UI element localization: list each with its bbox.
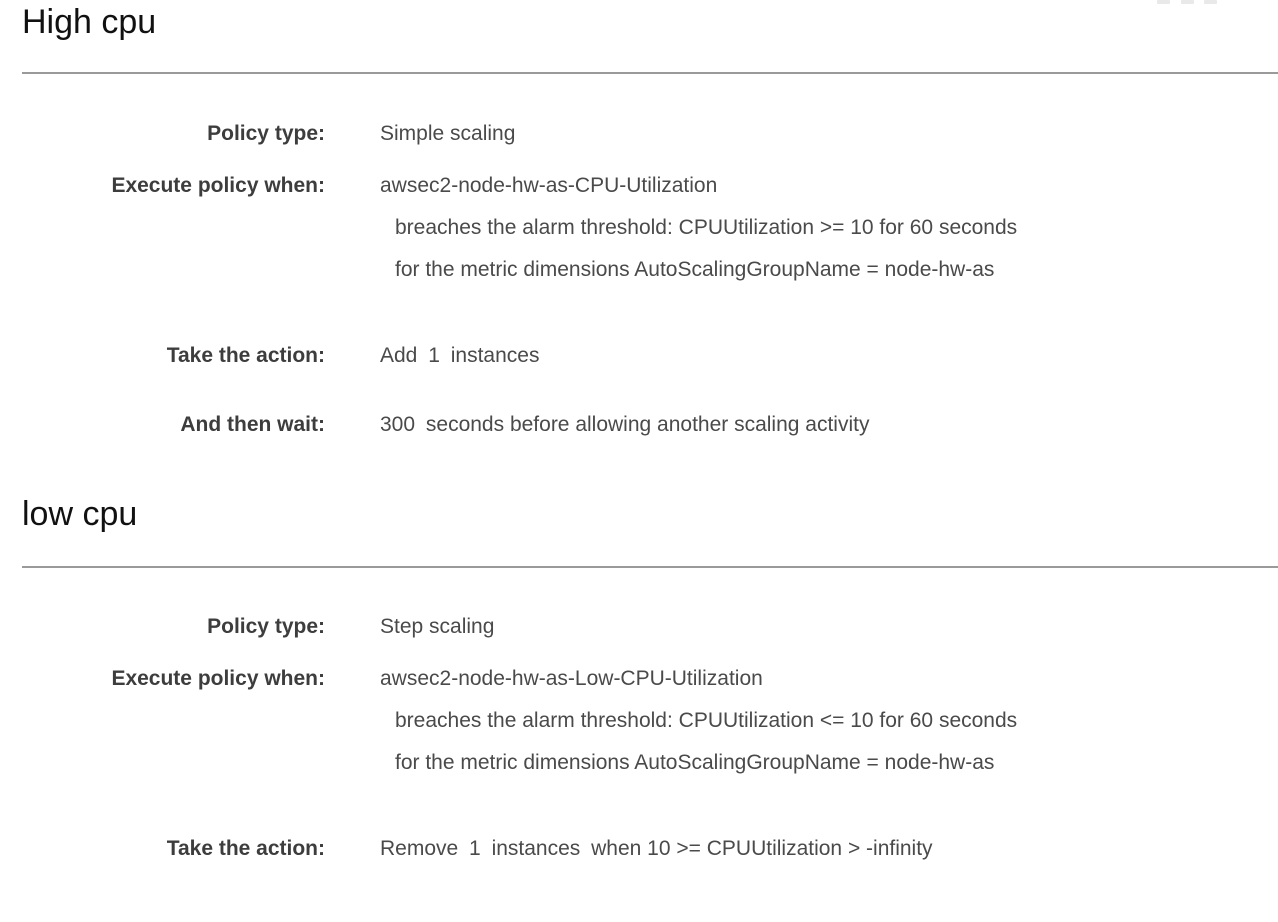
policy-details-high-cpu: Policy type: Simple scaling Execute poli… [0, 119, 1278, 440]
more-options-icon[interactable] [1157, 0, 1217, 8]
label-policy-type: Policy type: [207, 122, 325, 145]
row-policy-type: Policy type: Step scaling [0, 612, 1278, 642]
policy-details-low-cpu: Policy type: Step scaling Execute policy… [0, 612, 1278, 864]
label-policy-type: Policy type: [207, 615, 325, 638]
label-take-the-action: Take the action: [166, 837, 325, 860]
value-policy-type: Step scaling [380, 615, 495, 638]
cooldown-seconds: 300 [380, 413, 416, 436]
value-policy-type: Simple scaling [380, 122, 516, 145]
value-execute-policy-when: awsec2-node-hw-as-Low-CPU-Utilization br… [325, 664, 1017, 778]
alarm-threshold-line: breaches the alarm threshold: CPUUtiliza… [395, 216, 1018, 239]
policy-section-low-cpu: low cpu Policy type: Step scaling Execut… [0, 494, 1278, 864]
section-divider [22, 566, 1278, 568]
action-unit: instances [450, 344, 540, 367]
action-unit: instances [491, 837, 581, 860]
policy-title-high-cpu: High cpu [22, 3, 157, 41]
more-options-dot-2 [1180, 0, 1194, 4]
label-take-the-action: Take the action: [166, 344, 325, 367]
row-and-then-wait: And then wait: 300 seconds before allowi… [0, 410, 1278, 440]
alarm-dimensions-line: for the metric dimensions AutoScalingGro… [395, 751, 995, 774]
action-operation: Add [380, 344, 418, 367]
row-take-the-action: Take the action: Remove 1 instances when… [0, 834, 1278, 864]
value-take-the-action: Add 1 instances [325, 341, 539, 371]
label-execute-policy-when: Execute policy when: [111, 174, 325, 197]
policy-section-high-cpu: High cpu Policy type: Simple scaling Exe… [0, 0, 1278, 440]
more-options-dot-3 [1204, 0, 1217, 4]
alarm-dimensions-line: for the metric dimensions AutoScalingGro… [395, 258, 995, 281]
value-take-the-action: Remove 1 instances when 10 >= CPUUtiliza… [325, 834, 933, 864]
action-amount: 1 [428, 344, 440, 367]
value-and-then-wait: 300 seconds before allowing another scal… [325, 410, 869, 440]
label-execute-policy-when: Execute policy when: [111, 667, 325, 690]
row-take-the-action: Take the action: Add 1 instances [0, 341, 1278, 371]
alarm-threshold-line: breaches the alarm threshold: CPUUtiliza… [395, 709, 1018, 732]
row-execute-policy-when: Execute policy when: awsec2-node-hw-as-C… [0, 171, 1278, 285]
cooldown-suffix: seconds before allowing another scaling … [425, 413, 870, 436]
row-execute-policy-when: Execute policy when: awsec2-node-hw-as-L… [0, 664, 1278, 778]
section-divider [22, 72, 1278, 74]
action-operation: Remove [380, 837, 459, 860]
alarm-name: awsec2-node-hw-as-Low-CPU-Utilization [380, 667, 763, 690]
value-execute-policy-when: awsec2-node-hw-as-CPU-Utilization breach… [325, 171, 1017, 285]
action-amount: 1 [469, 837, 481, 860]
action-condition: when 10 >= CPUUtilization > -infinity [591, 837, 933, 860]
row-policy-type: Policy type: Simple scaling [0, 119, 1278, 149]
policy-title-low-cpu: low cpu [22, 495, 138, 533]
label-and-then-wait: And then wait: [180, 413, 325, 436]
alarm-name: awsec2-node-hw-as-CPU-Utilization [380, 174, 718, 197]
more-options-dot-1 [1157, 0, 1170, 4]
